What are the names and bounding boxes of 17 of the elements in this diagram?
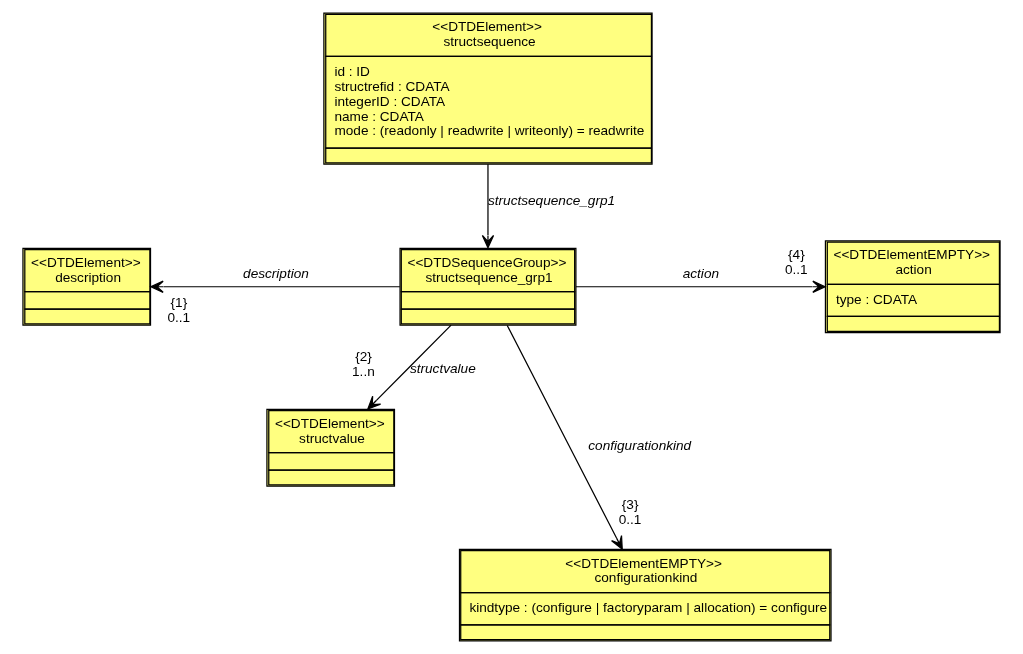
edge-label: structvalue xyxy=(409,361,476,377)
label: {2} xyxy=(355,348,372,364)
edge-label: configurationkind xyxy=(588,437,692,453)
edge-label: description xyxy=(243,265,309,281)
arrow xyxy=(481,163,495,249)
label: {4} xyxy=(788,246,805,262)
label: 0..1 xyxy=(167,309,191,325)
arrow xyxy=(506,324,623,550)
edge-label: action xyxy=(682,265,720,281)
label: {1} xyxy=(170,294,188,310)
label: {3} xyxy=(621,496,639,512)
arrow xyxy=(367,324,452,410)
label: 1..n xyxy=(352,363,375,379)
label: 0..1 xyxy=(784,261,808,277)
arrow xyxy=(150,280,401,293)
arrow xyxy=(575,280,826,293)
label: 0..1 xyxy=(618,511,642,527)
